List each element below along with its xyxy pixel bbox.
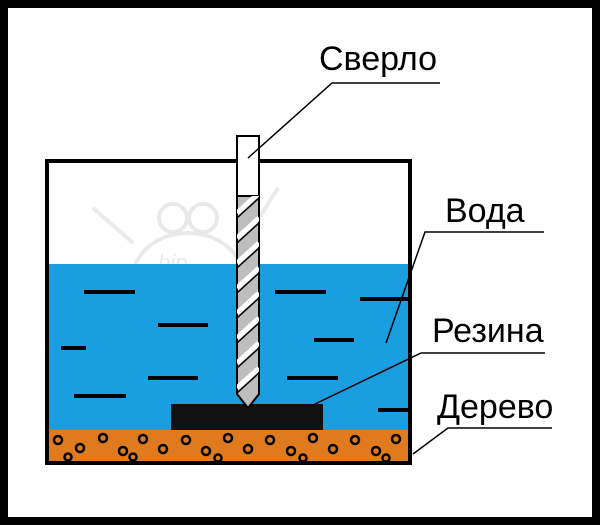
diagram-frame: bip mip bbox=[8, 8, 592, 517]
leader-wood bbox=[412, 427, 552, 455]
drill-shank bbox=[236, 135, 260, 199]
label-rubber: Резина bbox=[432, 312, 544, 350]
leader-lines bbox=[247, 82, 552, 455]
container-outline bbox=[45, 159, 412, 465]
label-drill: Сверло bbox=[319, 40, 437, 78]
label-water: Вода bbox=[445, 192, 525, 230]
leader-rubber bbox=[312, 352, 545, 406]
drilling-diagram: bip mip bbox=[45, 40, 553, 465]
water-dashes bbox=[61, 290, 408, 412]
leader-drill bbox=[247, 82, 440, 159]
label-wood: Дерево bbox=[437, 388, 553, 426]
drill bbox=[236, 135, 260, 410]
leader-water bbox=[385, 231, 544, 344]
wood-grain bbox=[52, 432, 402, 463]
air-region bbox=[47, 161, 410, 264]
